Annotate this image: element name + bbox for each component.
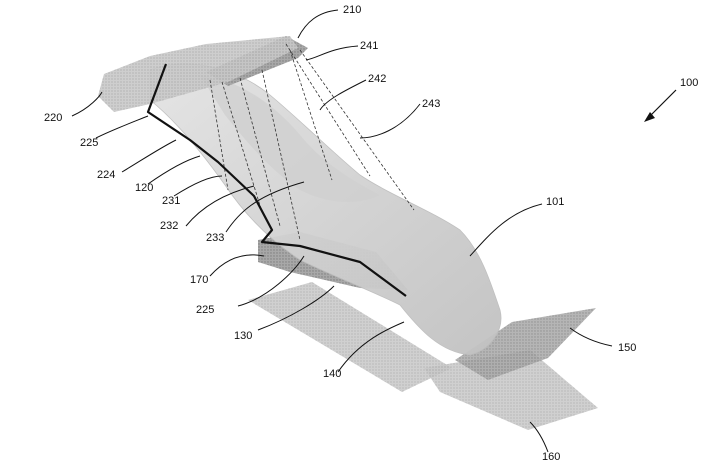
- label-243: 243: [422, 98, 440, 110]
- label-233: 233: [206, 232, 224, 244]
- label-160: 160: [542, 451, 560, 463]
- label-210: 210: [343, 4, 361, 16]
- label-130: 130: [234, 330, 252, 342]
- label-225-top: 225: [80, 137, 98, 149]
- label-100: 100: [680, 77, 698, 89]
- label-232: 232: [160, 220, 178, 232]
- label-150: 150: [618, 342, 636, 354]
- rear-frame-220: [98, 36, 298, 112]
- label-231: 231: [162, 195, 180, 207]
- label-220: 220: [44, 112, 62, 124]
- label-225-bottom: 225: [196, 304, 214, 316]
- frame-line-120[interactable]: [146, 63, 407, 297]
- label-170: 170: [190, 274, 208, 286]
- label-140: 140: [323, 368, 341, 380]
- label-224: 224: [97, 169, 115, 181]
- floor-plane-160: [424, 350, 598, 430]
- label-120: 120: [135, 182, 153, 194]
- label-241: 241: [360, 40, 378, 52]
- projection-lines: [209, 43, 415, 241]
- label-101: 101: [546, 196, 564, 208]
- label-242: 242: [368, 73, 386, 85]
- seat-body-101: [149, 63, 502, 356]
- backrest-shading: [200, 75, 380, 202]
- leader-lines: [71, 9, 613, 453]
- foot-plate-150: [455, 308, 596, 380]
- arrow-100: [644, 89, 677, 122]
- support-plane-140: [248, 282, 452, 392]
